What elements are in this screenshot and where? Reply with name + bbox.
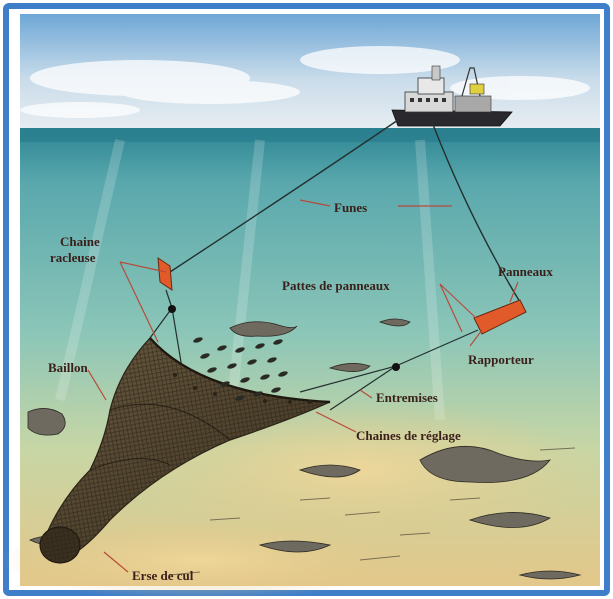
label-entremises: Entremises bbox=[376, 390, 438, 405]
label-baillon: Baillon bbox=[48, 360, 89, 375]
label-panneaux: Panneaux bbox=[498, 264, 553, 279]
label-chaines-de-reglage: Chaines de réglage bbox=[356, 428, 461, 443]
label-chaine: Chaine bbox=[60, 234, 100, 249]
junction-left bbox=[168, 305, 176, 313]
sea-surface bbox=[20, 128, 600, 142]
junction-right bbox=[392, 363, 400, 371]
label-erse-de-cul: Erse de cul bbox=[132, 568, 194, 583]
label-racleuse: racleuse bbox=[50, 250, 96, 265]
label-funes: Funes bbox=[334, 200, 367, 215]
label-rapporteur: Rapporteur bbox=[468, 352, 534, 367]
label-pattes-de-panneaux: Pattes de panneaux bbox=[282, 278, 390, 293]
